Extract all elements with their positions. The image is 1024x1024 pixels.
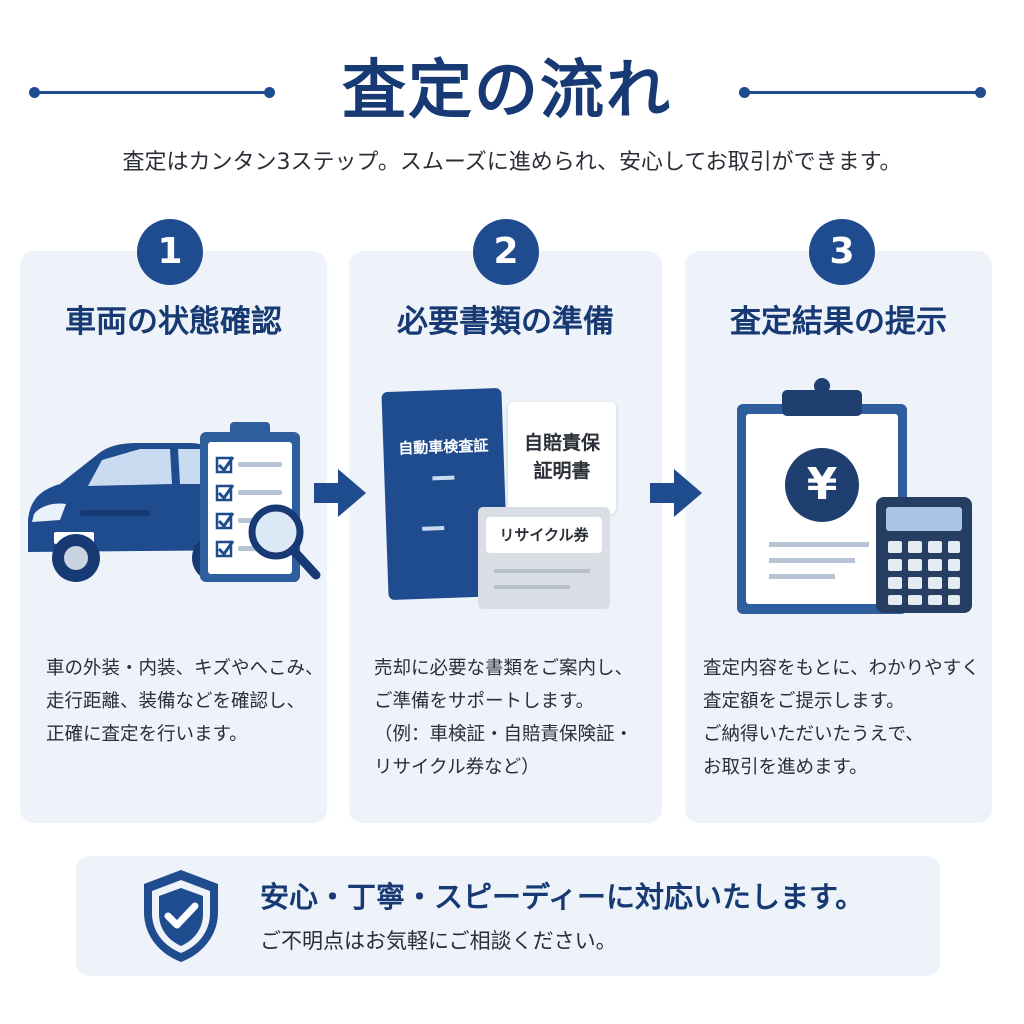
insurance-certificate-document: 自賠責保 証明書 bbox=[508, 402, 616, 514]
car-inspection-illustration bbox=[28, 422, 321, 582]
page-title: 査定の流れ bbox=[342, 54, 672, 128]
step-description-3: 査定内容をもとに、わかりやすく 査定額をご提示します。 ご納得いただいたうえで、… bbox=[703, 652, 980, 784]
title-decor-line bbox=[744, 91, 980, 94]
header: 査定の流れ bbox=[0, 48, 1024, 138]
description-line: 走行距離、装備などを確認し、 bbox=[46, 691, 306, 712]
magnifier-icon bbox=[248, 504, 321, 580]
description-line: 正確に査定を行います。 bbox=[46, 724, 248, 745]
title-decor-dot bbox=[975, 87, 986, 98]
recycle-ticket-document: リサイクル券 bbox=[478, 507, 610, 609]
description-line: （例：車検証・自賠責保険証・ bbox=[374, 724, 634, 745]
description-line: 売却に必要な書類をご案内し、 bbox=[374, 658, 634, 679]
reassurance-banner: 安心・丁寧・スピーディーに対応いたします。 ご不明点はお気軽にご相談ください。 bbox=[76, 856, 940, 976]
description-line: リサイクル券など） bbox=[374, 757, 540, 778]
description-line: お取引を進めます。 bbox=[703, 757, 868, 778]
page-subtitle: 査定はカンタン3ステップ。スムーズに進められ、安心してお取引ができます。 bbox=[122, 150, 902, 175]
document-label: 証明書 bbox=[533, 460, 591, 482]
arrow-right-icon bbox=[314, 469, 366, 517]
yen-icon: ¥ bbox=[785, 448, 859, 522]
description-line: ご納得いただいたうえで、 bbox=[703, 724, 924, 745]
document-label: 自賠責保 bbox=[523, 432, 600, 454]
banner-headline: 安心・丁寧・スピーディーに対応いたします。 bbox=[260, 880, 865, 914]
title-decor-line bbox=[34, 91, 270, 94]
checklist-clipboard-icon bbox=[200, 422, 300, 582]
banner-subtext: ご不明点はお気軽にご相談ください。 bbox=[260, 929, 617, 953]
step-description-1: 車の外装・内装、キズやへこみ、 走行距離、装備などを確認し、 正確に査定を行いま… bbox=[46, 652, 324, 751]
step-title-3: 査定結果の提示 bbox=[730, 304, 947, 340]
description-line: 車の外装・内装、キズやへこみ、 bbox=[46, 658, 324, 679]
arrow-right-icon bbox=[650, 469, 702, 517]
step-number-1: 1 bbox=[137, 219, 203, 285]
title-decor-dot bbox=[264, 87, 275, 98]
document-label: 自動車検査証 bbox=[398, 436, 489, 458]
step-number-2: 2 bbox=[473, 219, 539, 285]
description-line: 査定額をご提示します。 bbox=[703, 691, 905, 712]
shield-check-icon bbox=[144, 870, 218, 962]
step-title-1: 車両の状態確認 bbox=[65, 304, 282, 340]
step-description-2: 売却に必要な書類をご案内し、 ご準備をサポートします。 （例：車検証・自賠責保険… bbox=[374, 652, 633, 784]
description-line: ご準備をサポートします。 bbox=[374, 691, 595, 712]
description-line: 査定内容をもとに、わかりやすく bbox=[703, 658, 980, 679]
calculator-icon bbox=[876, 497, 972, 613]
step-title-2: 必要書類の準備 bbox=[397, 304, 614, 340]
document-label: リサイクル券 bbox=[486, 517, 602, 553]
step-number-3: 3 bbox=[809, 219, 875, 285]
